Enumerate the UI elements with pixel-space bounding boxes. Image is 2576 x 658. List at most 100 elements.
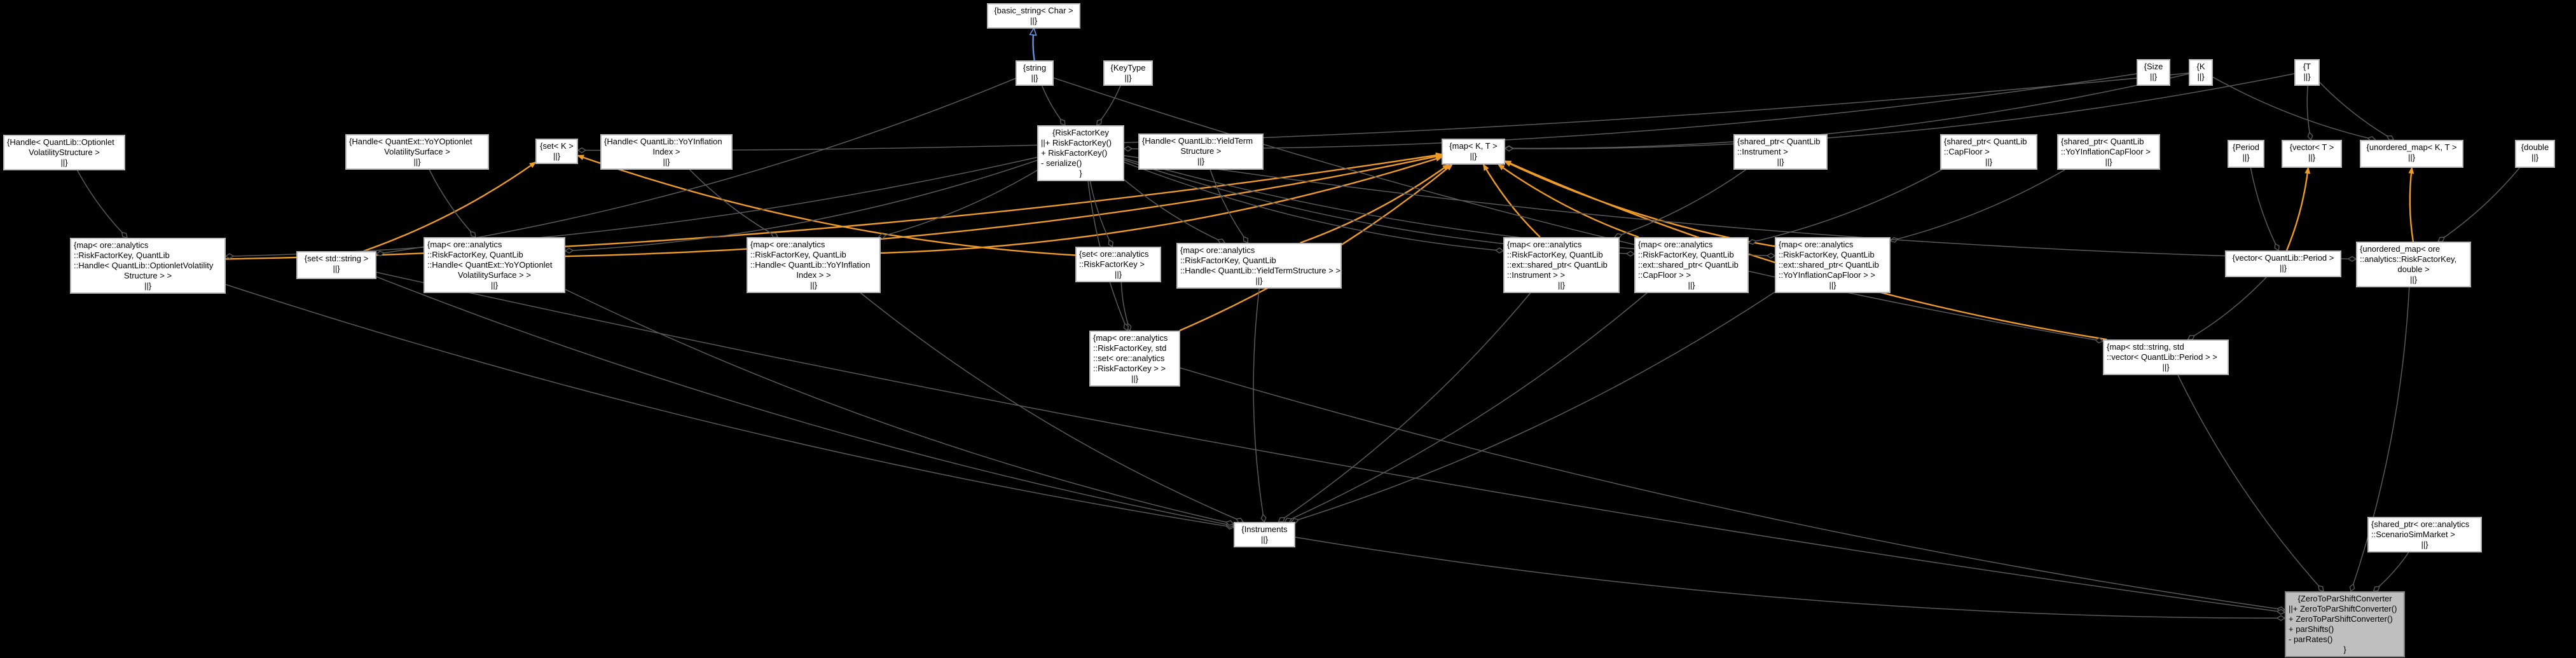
node-label-line: ::RiskFactorKey, QuantLib <box>1779 250 1875 259</box>
node-label-line: ||} <box>1688 280 1695 290</box>
node-label-line: ::Instrument > > <box>1507 270 1566 280</box>
edge-usage-map_kt-k <box>1504 73 2189 151</box>
node-label-line: Structure > > <box>123 271 172 280</box>
node-label-line: {map< ore::analytics <box>1093 333 1168 343</box>
node-label-line: ::RiskFactorKey > > <box>1093 364 1166 373</box>
class-node-map_rfk_set[interactable]: {map< ore::analytics::RiskFactorKey, std… <box>1089 331 1180 387</box>
edge-usage-riskfactorkey-keytype <box>1096 85 1121 127</box>
class-node-period[interactable]: {Period||} <box>2228 140 2264 168</box>
node-label-line: VolatilityStructure > <box>29 147 100 157</box>
edge-usage-unordered_map_rfk-riskfactorkey <box>1124 155 2357 262</box>
class-node-map_capfloor[interactable]: {map< ore::analytics::RiskFactorKey, Qua… <box>1634 237 1749 293</box>
edge-usage-main-map_string_period <box>2177 374 2324 592</box>
node-label-line: ||} <box>2407 153 2416 162</box>
edge-usage-instruments-map_instrument <box>1278 291 1532 523</box>
node-label-line: ||} <box>2105 157 2112 167</box>
node-label-line: {map< K, T > <box>1449 141 1498 151</box>
class-node-set_k[interactable]: {set< K >||} <box>535 139 578 164</box>
node-label-line: double > <box>2397 264 2430 274</box>
node-label-line: {set< ore::analytics <box>1079 249 1149 259</box>
class-node-map_yoycapfloor[interactable]: {map< ore::analytics::RiskFactorKey, Qua… <box>1775 237 1891 293</box>
class-node-set_string[interactable]: {set< std::string >||} <box>296 251 376 279</box>
node-label-line: ||} <box>1255 276 1263 285</box>
class-node-unordered_map_rfk[interactable]: {unordered_map< ore::analytics::RiskFact… <box>2356 242 2471 287</box>
edge-usage-set_rfk-riskfactorkey <box>1089 178 1113 248</box>
edge-template-map_yoyinflation-map_kt <box>880 156 1443 254</box>
edge-usage-map_yoyoptionlet-handle_yoyoptionlet <box>429 169 476 238</box>
class-node-size[interactable]: {Size||} <box>2137 59 2170 86</box>
node-label-line: {T <box>2303 62 2311 71</box>
class-node-k[interactable]: {K||} <box>2189 59 2213 86</box>
edge-template-map_capfloor-map_kt <box>1497 163 1639 238</box>
edge-usage-vector_t-t <box>2306 85 2313 141</box>
node-label-line: {map< ore::analytics <box>1180 245 1255 255</box>
node-label-line: + parShifts() <box>2289 624 2334 634</box>
edge-usage-map_optionlet-handle_optionlet <box>77 170 128 238</box>
node-label-line: {set< std::string > <box>304 254 369 263</box>
class-node-map_yoyinflation[interactable]: {map< ore::analytics::RiskFactorKey, Qua… <box>747 237 881 293</box>
node-label-line: + ZeroToParShiftConverter() <box>2289 614 2393 624</box>
edge-template-map_yoycapfloor-map_kt <box>1504 161 1775 247</box>
node-label-line: {RiskFactorKey <box>1052 128 1109 137</box>
edge-usage-map_string_period-vector_period <box>2187 277 2267 340</box>
class-node-main[interactable]: {ZeroToParShiftConverter||+ ZeroToParShi… <box>2285 591 2405 657</box>
class-node-sp_yoycapfloor[interactable]: {shared_ptr< QuantLib::YoYInflationCapFl… <box>2057 134 2160 170</box>
node-label-line: ::RiskFactorKey, QuantLib <box>427 250 523 259</box>
node-label-line: {vector< QuantLib::Period > <box>2232 253 2334 263</box>
class-node-riskfactorkey[interactable]: {RiskFactorKey||+ RiskFactorKey()+ RiskF… <box>1037 125 1124 181</box>
node-label-line: {string <box>1023 63 1047 72</box>
node-label-line: ||} <box>2421 540 2428 549</box>
node-label-line: {vector< T > <box>2289 142 2334 152</box>
edge-usage-map_string_period-string <box>1053 77 2104 344</box>
class-node-sp_instrument[interactable]: {shared_ptr< QuantLib::Instrument >||} <box>1733 134 1828 170</box>
class-node-unordered_map_kt[interactable]: {unordered_map< K, T >||} <box>2360 140 2463 168</box>
class-node-sp_capfloor[interactable]: {shared_ptr< QuantLib::CapFloor >||} <box>1940 134 2037 170</box>
class-node-set_rfk[interactable]: {set< ore::analytics::RiskFactorKey >||} <box>1075 247 1161 282</box>
node-label-line: {Handle< QuantExt::YoYOptionlet <box>349 137 472 146</box>
edge-template-set_rfk-set_k <box>577 154 1076 256</box>
node-label-line: ||} <box>1114 270 1122 279</box>
node-label-line: {unordered_map< K, T > <box>2366 142 2457 152</box>
edge-usage-main-map_rfk_set <box>1180 367 2286 613</box>
edge-usage-instruments-map_yoyinflation <box>858 291 1244 523</box>
class-node-map_kt[interactable]: {map< K, T >||} <box>1442 139 1505 165</box>
edge-template-set_string-set_k <box>363 161 537 252</box>
class-node-string[interactable]: {string||} <box>1016 60 1054 86</box>
node-label-line: ::Handle< QuantLib::YieldTermStructure >… <box>1180 266 1341 275</box>
edge-usage-map_instrument-sp_instrument <box>1613 169 1746 239</box>
node-label-line: ::Instrument > <box>1737 147 1788 156</box>
class-node-vector_period[interactable]: {vector< QuantLib::Period >||} <box>2225 250 2341 277</box>
class-node-map_string_period[interactable]: {map< std::string, std::vector< QuantLib… <box>2103 339 2229 375</box>
node-label-line: ||} <box>1260 535 1269 544</box>
node-label-line: {shared_ptr< QuantLib <box>1737 137 1821 146</box>
node-label-line: - serialize() <box>1041 158 1082 168</box>
node-label-line: ::RiskFactorKey, QuantLib <box>1507 250 1603 259</box>
node-label-line: {map< ore::analytics <box>74 240 149 250</box>
edge-usage-instruments-map_yoycapfloor <box>1290 291 1776 524</box>
node-label-line: ||} <box>809 280 818 290</box>
class-node-t[interactable]: {T||} <box>2294 59 2320 86</box>
class-node-instruments[interactable]: {Instruments||} <box>1234 522 1295 547</box>
edge-template-map_optionlet-map_kt <box>225 152 1443 260</box>
edge-usage-map_yoycapfloor-sp_yoycapfloor <box>1889 169 2065 243</box>
class-node-vector_t[interactable]: {vector< T >||} <box>2282 140 2342 168</box>
class-node-keytype[interactable]: {KeyType||} <box>1103 60 1153 86</box>
class-node-map_yoyoptionlet[interactable]: {map< ore::analytics::RiskFactorKey, Qua… <box>424 237 565 293</box>
node-label-line: ::CapFloor > > <box>1638 270 1691 280</box>
class-node-double[interactable]: {double||} <box>2515 140 2555 168</box>
node-label-line: ||} <box>333 264 340 273</box>
edge-usage-instruments-set_string <box>376 276 1235 528</box>
class-node-map_yieldterm[interactable]: {map< ore::analytics::RiskFactorKey, Qua… <box>1176 243 1342 289</box>
node-label-line: ::YoYInflationCapFloor > <box>2061 147 2151 156</box>
class-node-sp_simmarket[interactable]: {shared_ptr< ore::analytics::ScenarioSim… <box>2367 517 2482 552</box>
class-node-basic_string[interactable]: {basic_string< Char >||} <box>987 3 1080 29</box>
edge-usage-map_yieldterm-riskfactorkey <box>1122 178 1226 244</box>
class-node-map_optionlet[interactable]: {map< ore::analytics::RiskFactorKey, Qua… <box>70 238 226 294</box>
node-label-line: {Size <box>2144 62 2163 71</box>
class-node-map_instrument[interactable]: {map< ore::analytics::RiskFactorKey, Qua… <box>1503 237 1620 293</box>
